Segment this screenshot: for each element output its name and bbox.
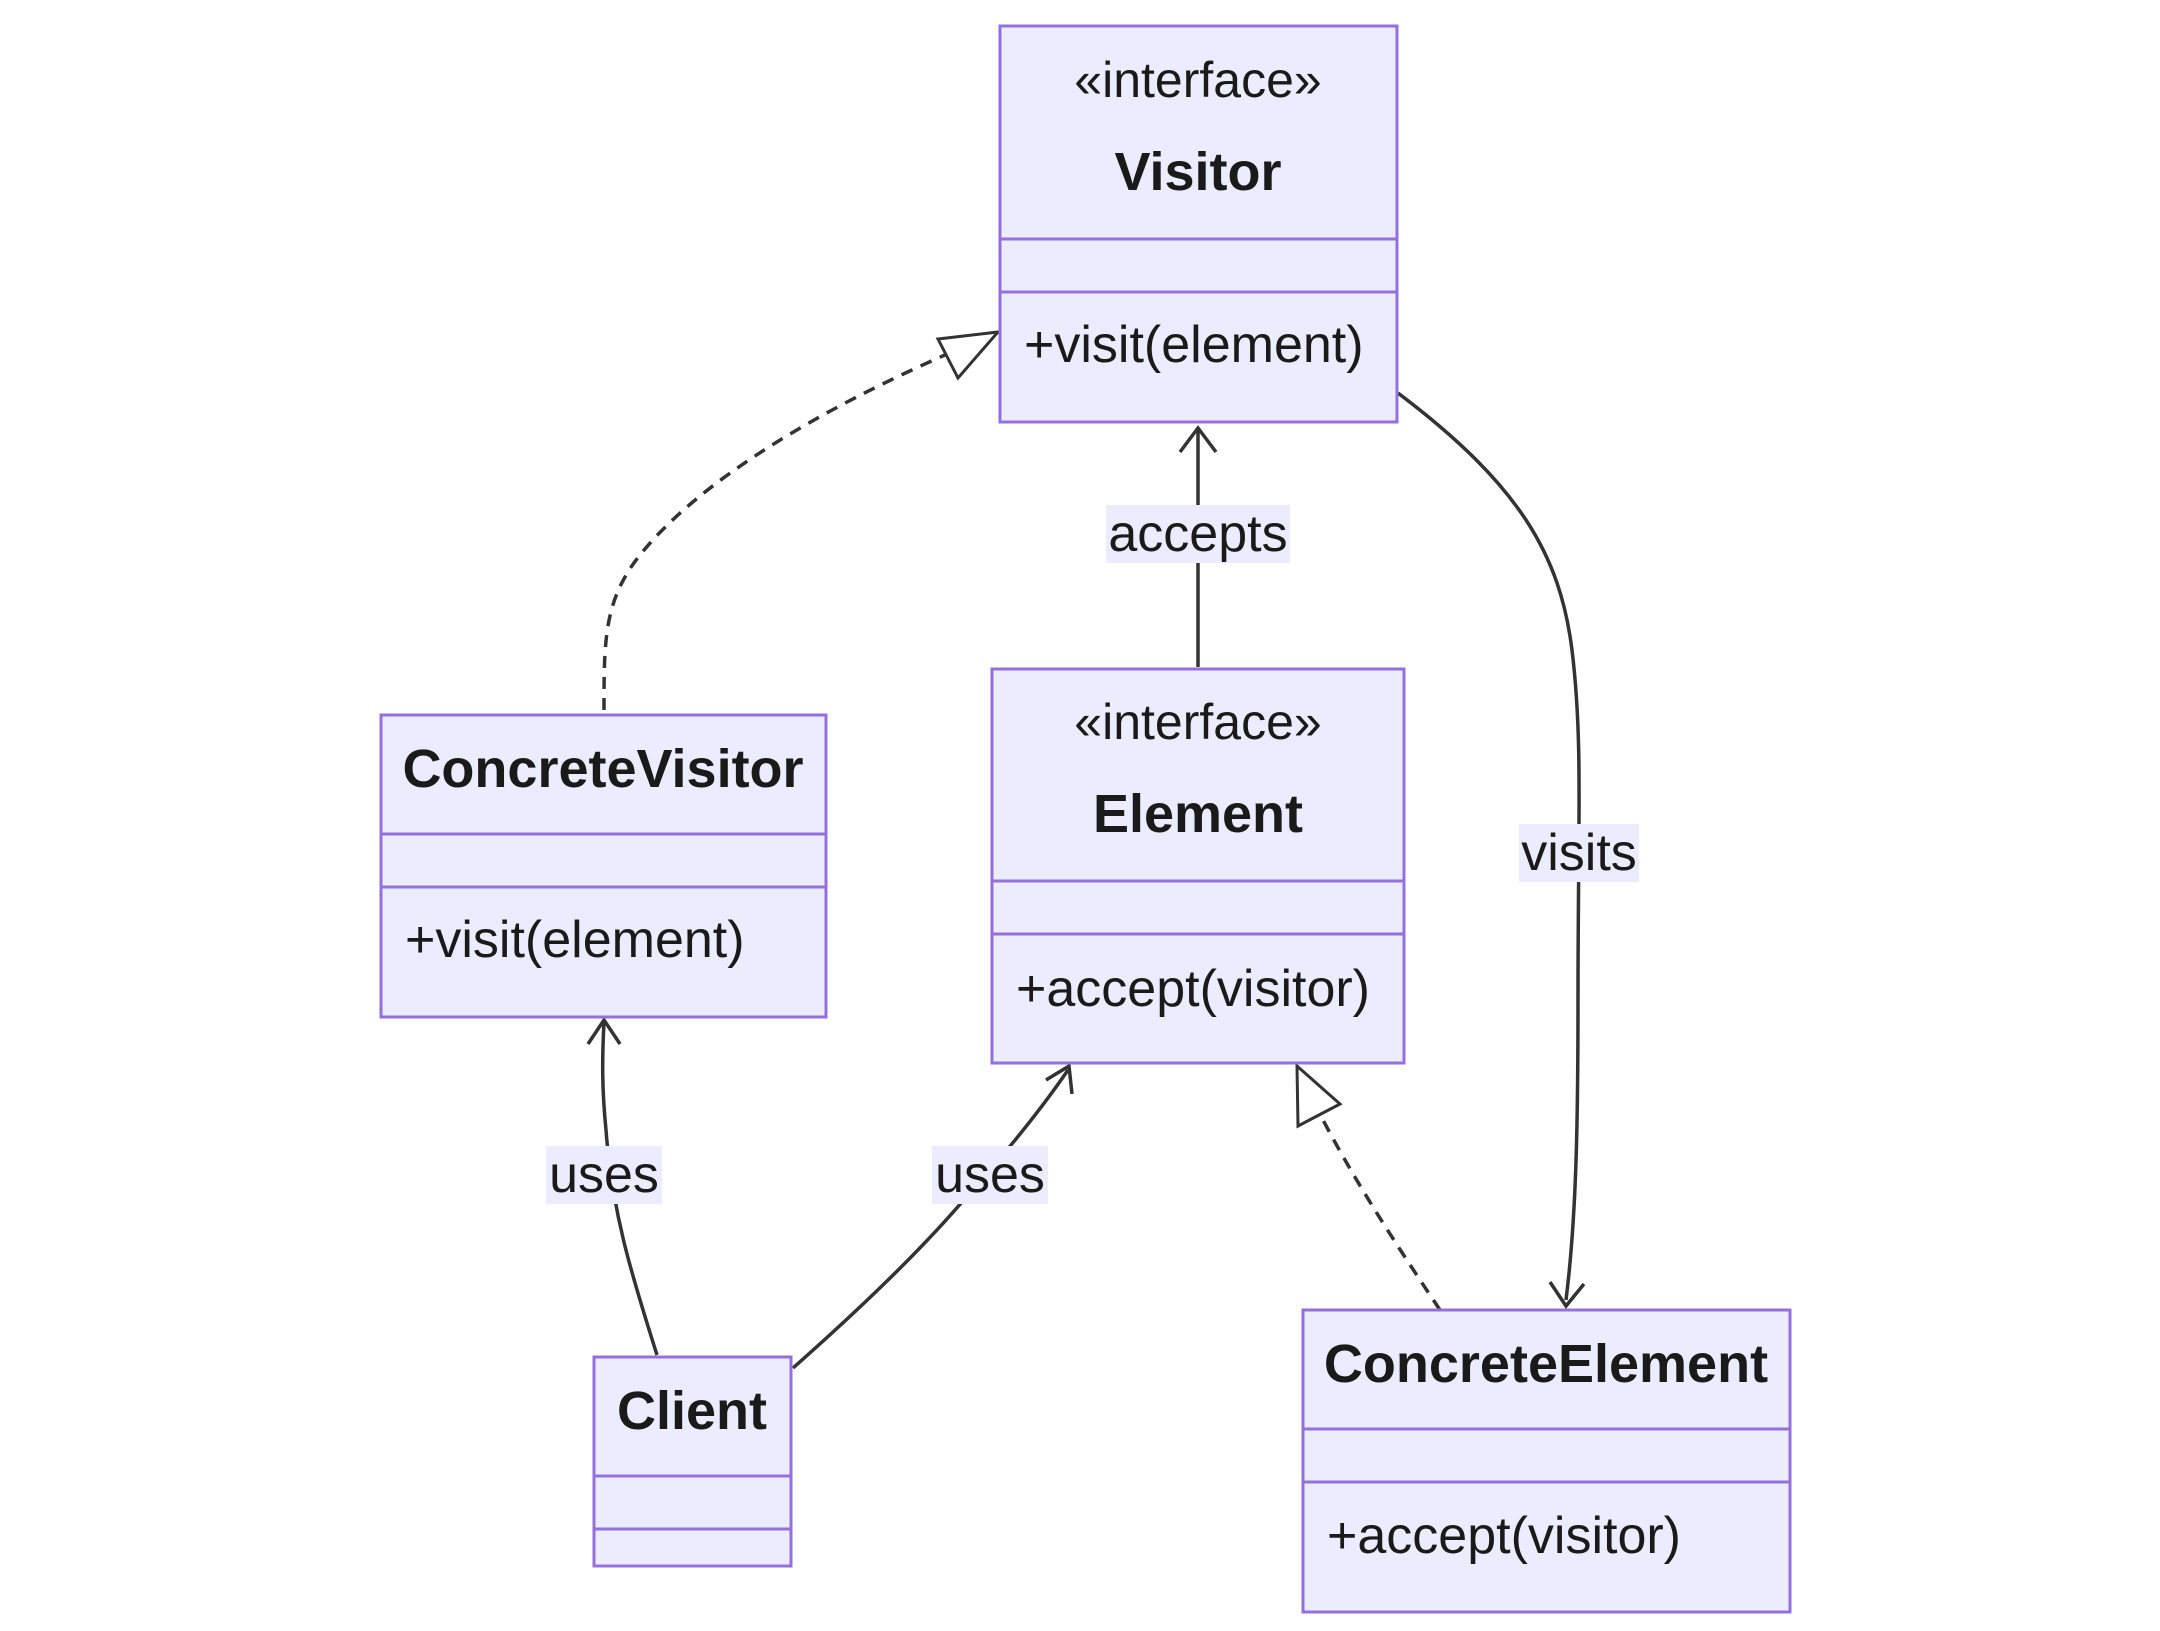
stereotype-label: «interface» <box>1074 694 1321 750</box>
open-arrowhead <box>1178 425 1218 454</box>
class-name: Visitor <box>1114 142 1281 202</box>
hollow-triangle-arrowhead <box>1295 1062 1343 1129</box>
method-label: +accept(visitor) <box>1016 960 1370 1018</box>
class-name: Element <box>1093 784 1303 844</box>
association-edge-visits: visits <box>1396 391 1639 1309</box>
class-concrete-visitor[interactable]: ConcreteVisitor +visit(element) <box>379 713 828 1019</box>
open-arrowhead <box>1548 1281 1586 1309</box>
class-name: Client <box>617 1381 767 1441</box>
class-name: ConcreteElement <box>1324 1334 1768 1394</box>
open-arrowhead <box>1045 1063 1074 1095</box>
class-concrete-element[interactable]: ConcreteElement +accept(visitor) <box>1301 1308 1792 1614</box>
method-label: +visit(element) <box>1024 316 1364 374</box>
association-edge-client-uses-concrete-visitor: uses <box>546 1016 662 1356</box>
open-arrowhead <box>586 1016 622 1045</box>
edge-label-uses-concrete-visitor: uses <box>549 1146 659 1204</box>
method-label: +visit(element) <box>405 911 745 969</box>
class-element[interactable]: «interface» Element +accept(visitor) <box>990 667 1406 1065</box>
class-name: ConcreteVisitor <box>402 739 803 799</box>
stereotype-label: «interface» <box>1074 52 1321 108</box>
realization-edge-concrete-element-to-element <box>1295 1062 1442 1311</box>
edge-label-visits: visits <box>1521 824 1637 882</box>
realization-edge-concrete-visitor-to-visitor <box>602 330 1002 711</box>
association-edge-client-uses-element: uses <box>791 1063 1074 1370</box>
class-client[interactable]: Client <box>592 1355 793 1568</box>
hollow-triangle-arrowhead <box>935 330 1002 381</box>
edge-label-accepts: accepts <box>1108 505 1287 563</box>
method-label: +accept(visitor) <box>1327 1507 1681 1565</box>
edge-label-uses-element: uses <box>935 1146 1045 1204</box>
class-visitor[interactable]: «interface» Visitor +visit(element) <box>998 24 1399 424</box>
association-edge-accepts: accepts <box>1106 425 1290 667</box>
